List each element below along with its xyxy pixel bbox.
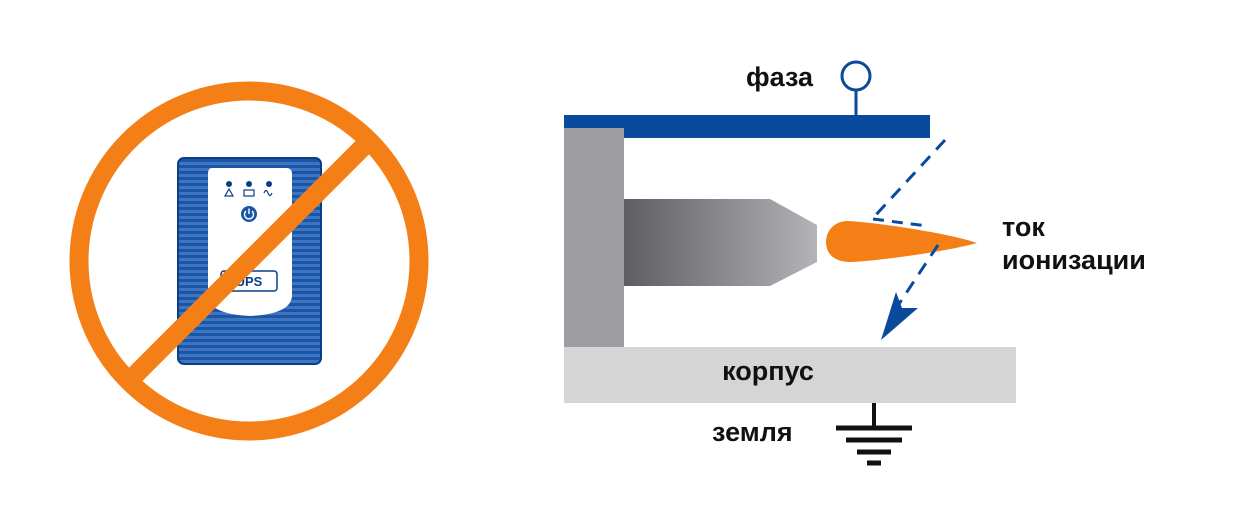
phase-label: фаза [746,62,814,92]
ionization-diagram: фаза ток ионизации корпус земля [564,60,1146,466]
ground-label: земля [712,417,793,447]
current-path [871,138,947,340]
electrode-holder [564,128,624,354]
phase-bar [564,115,930,138]
current-arrow-icon [881,292,918,340]
no-sign-icon [69,81,429,441]
ac-wave-icon [263,189,273,197]
ionization-flame [826,221,977,262]
body-plate [564,347,1016,403]
ionization-current-label-line1: ток [1002,212,1045,242]
ground-icon [836,403,912,466]
battery-icon [243,189,255,197]
body-label: корпус [722,356,814,386]
terminal-icon [840,60,872,116]
ups-indicators [223,181,273,197]
warning-icon [223,187,235,197]
ionization-current-label-line2: ионизации [1002,245,1146,275]
electrode [624,199,817,286]
power-icon [241,206,257,222]
